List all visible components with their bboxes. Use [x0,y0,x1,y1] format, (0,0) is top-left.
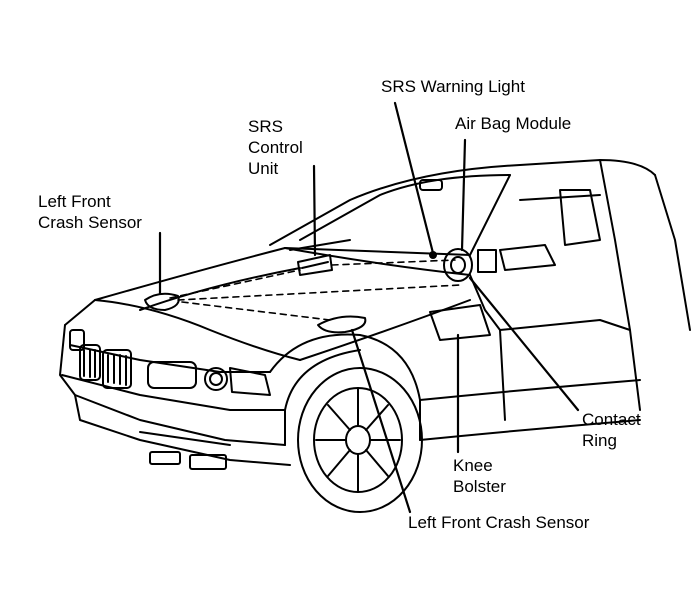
leader-srs-warning-light [393,101,435,255]
label-knee-bolster: Knee Bolster [453,456,506,496]
wiring-dashed-lines [169,259,461,321]
label-air-bag-module: Air Bag Module [455,114,572,133]
leader-lines [158,101,580,514]
label-contact-ring: Contact Ring [582,410,641,450]
label-left-front-crash-sensor-upper: Left Front Crash Sensor [38,192,142,232]
srs-components [144,248,491,341]
leader-air-bag-module [460,138,467,252]
leader-srs-control-unit [312,164,317,257]
leader-left-front-crash-sensor-lower [350,328,412,514]
label-left-front-crash-sensor-lower: Left Front Crash Sensor [408,513,590,532]
leader-contact-ring [468,276,580,412]
label-srs-warning-light: SRS Warning Light [381,77,525,96]
car-body-outline [59,159,691,513]
label-srs-control-unit: SRS Control Unit [248,117,303,178]
